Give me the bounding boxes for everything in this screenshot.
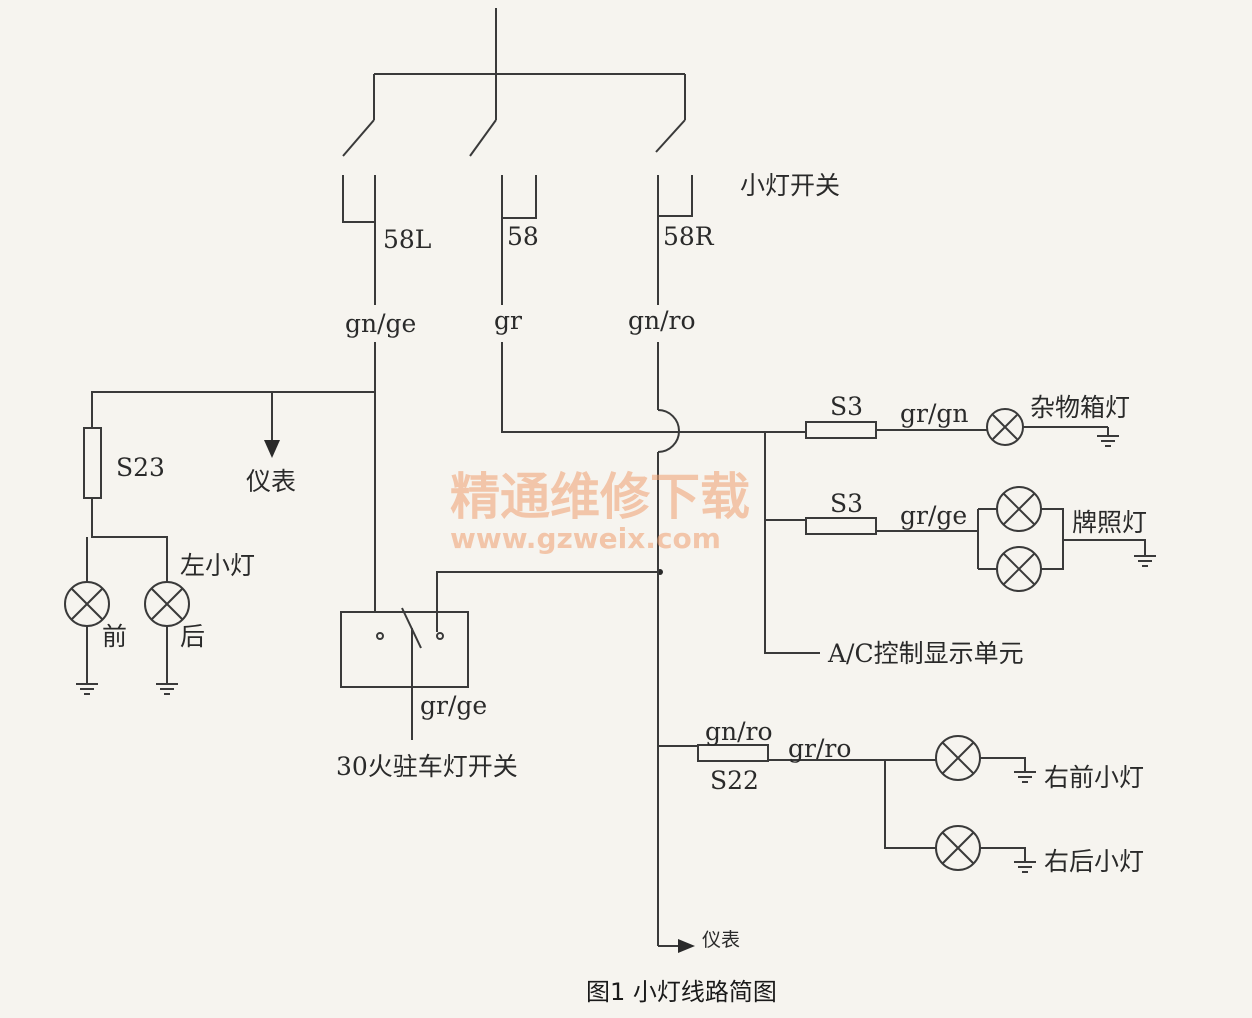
watermark-title: 精通维修下载 <box>450 468 750 526</box>
label-grge-top: gr/ge <box>900 501 967 530</box>
label-meter-bottom: 仪表 <box>702 929 740 951</box>
label-gnro2: gn/ro <box>705 717 773 746</box>
parking-switch-box <box>340 569 663 740</box>
figure-caption: 图1 小灯线路简图 <box>586 978 777 1006</box>
label-s22: S22 <box>710 766 759 795</box>
label-gnge: gn/ge <box>345 309 416 338</box>
label-plate: 牌照灯 <box>1072 508 1147 537</box>
switch-contacts <box>342 175 693 305</box>
label-gr: gr <box>494 306 522 335</box>
plate-circuit <box>805 486 1156 592</box>
label-left-lamp: 左小灯 <box>180 551 255 580</box>
label-s3-a: S3 <box>830 392 863 421</box>
label-grgn: gr/gn <box>900 399 968 428</box>
label-58r: 58R <box>663 222 715 251</box>
label-rear: 后 <box>180 622 205 651</box>
glovebox-circuit <box>805 408 1119 447</box>
lamp-left-front <box>64 581 110 695</box>
label-s3-b: S3 <box>830 489 863 518</box>
label-58l: 58L <box>383 225 431 254</box>
right-lamps-circuit <box>658 735 1036 873</box>
label-parking-switch: 30火驻车灯开关 <box>336 752 518 781</box>
label-glovebox: 杂物箱灯 <box>1030 393 1130 422</box>
switch-feed <box>342 8 686 157</box>
label-grro: gr/ro <box>788 734 851 763</box>
label-grge-bottom: gr/ge <box>420 691 487 720</box>
label-rf-lamp: 右前小灯 <box>1044 763 1144 792</box>
label-switch-title: 小灯开关 <box>740 171 840 200</box>
watermark-url: www.gzweix.com <box>450 522 721 555</box>
label-meter-left: 仪表 <box>246 467 296 496</box>
lamp-left-rear <box>144 581 190 695</box>
fuse-s23 <box>83 427 102 499</box>
right-bus <box>501 342 820 953</box>
label-front: 前 <box>102 622 127 651</box>
left-branch <box>83 342 376 612</box>
label-ac: A/C控制显示单元 <box>827 639 1024 668</box>
label-s23: S23 <box>116 453 165 482</box>
label-58: 58 <box>507 222 539 251</box>
label-gnro: gn/ro <box>628 306 696 335</box>
label-rr-lamp: 右后小灯 <box>1044 847 1144 876</box>
